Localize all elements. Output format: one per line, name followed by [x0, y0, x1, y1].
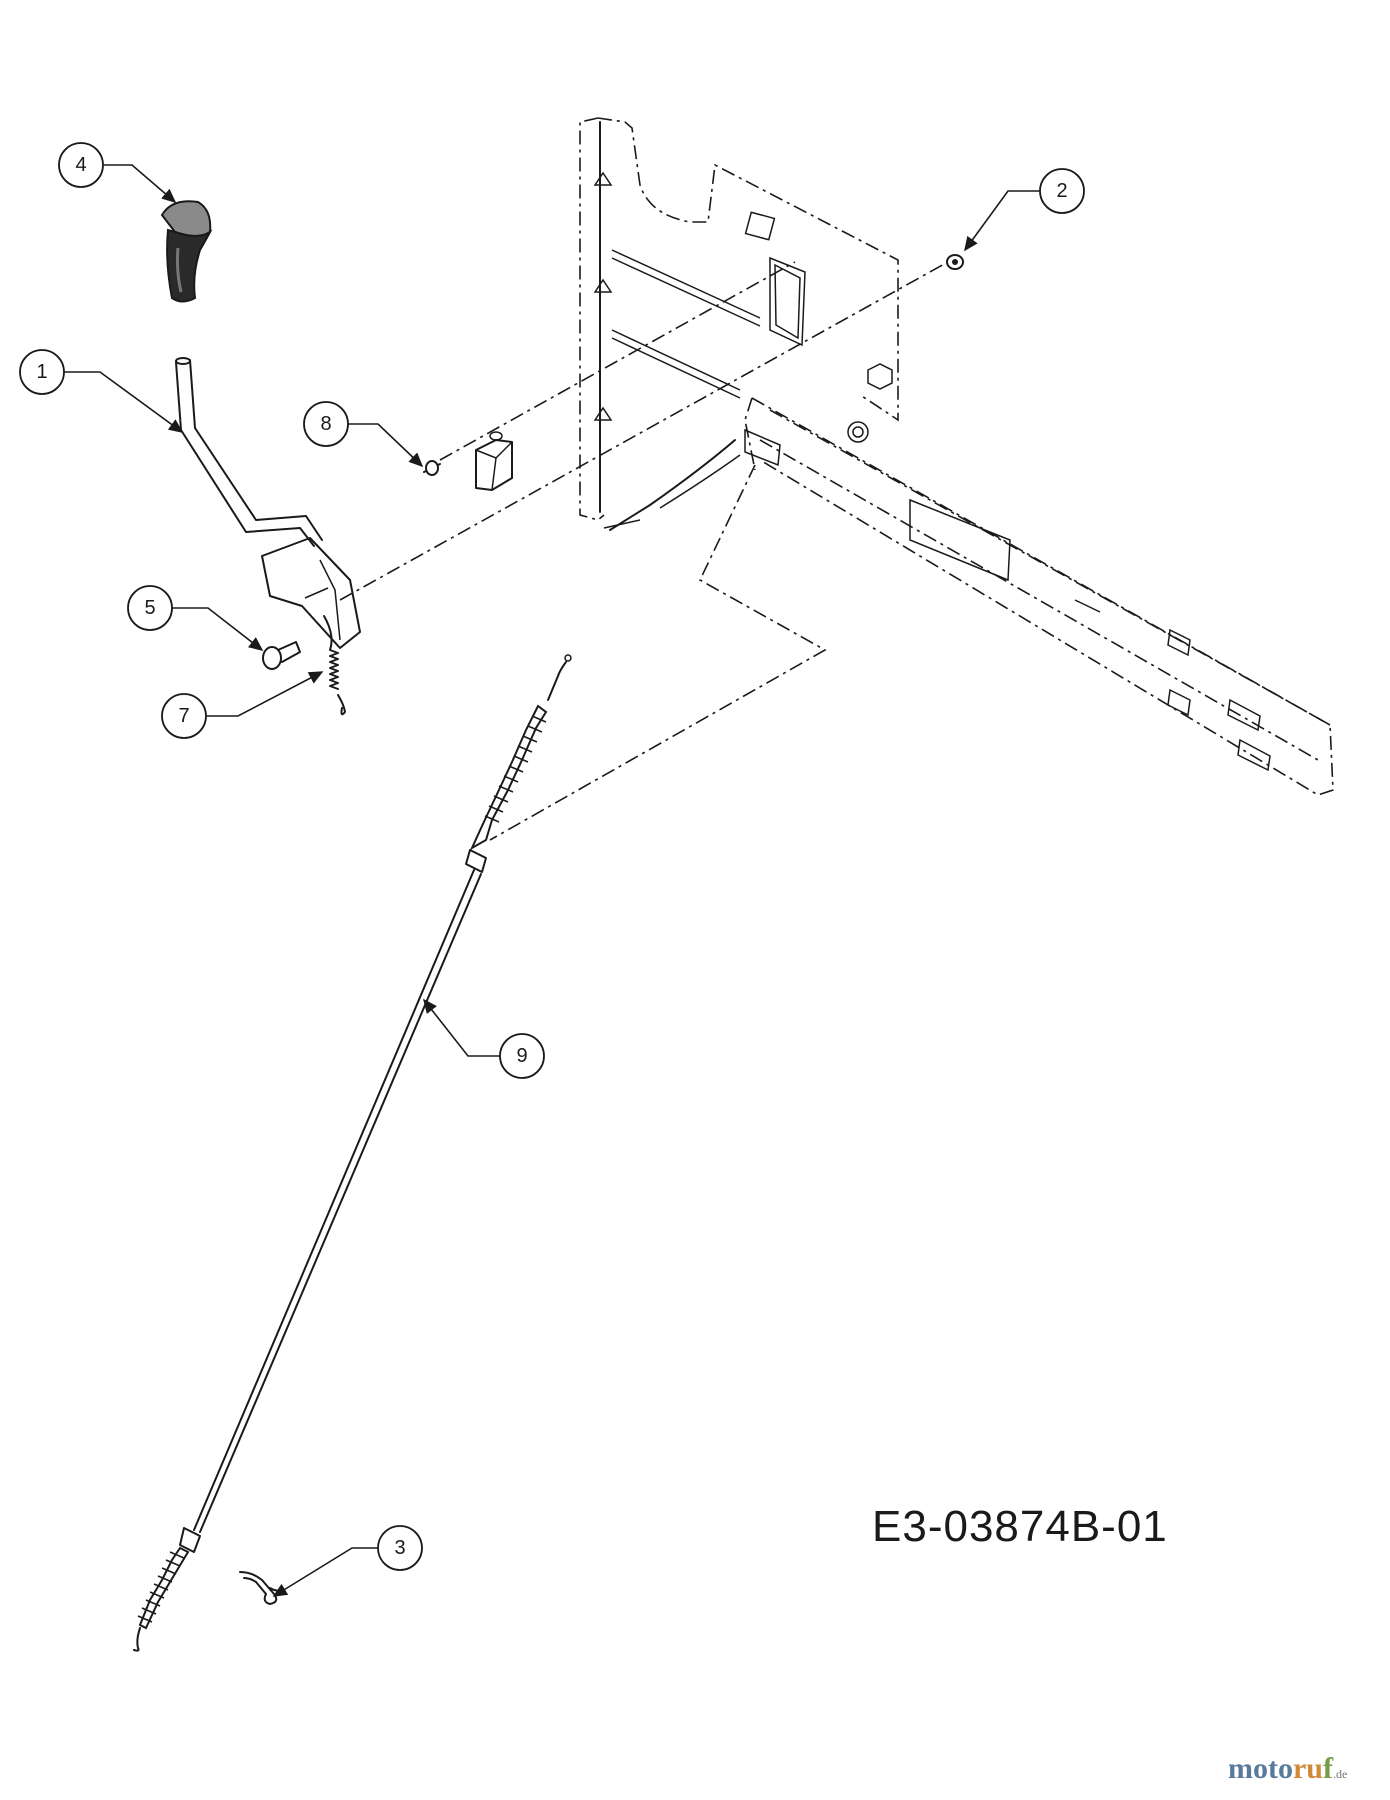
callout-1: 1 — [19, 349, 184, 433]
cable-part — [133, 654, 572, 1652]
callout-label: 2 — [1056, 180, 1067, 202]
callout-4: 4 — [58, 142, 177, 204]
connection-lines — [339, 257, 956, 841]
bolt-part — [262, 641, 301, 670]
switch-block — [475, 431, 513, 491]
hairpin-clip-part — [239, 1571, 285, 1605]
callout-label: 1 — [36, 361, 47, 383]
frame-rail — [609, 397, 1334, 796]
screw-part — [423, 460, 441, 476]
callout-5: 7 — [161, 671, 324, 739]
callout-label: 3 — [394, 1537, 405, 1559]
watermark-part-2: ru — [1292, 1752, 1323, 1785]
frame-plate — [579, 117, 899, 529]
callout-7: 5 — [127, 585, 264, 651]
callout-label: 7 — [178, 705, 189, 727]
callout-3: 3 — [272, 1525, 423, 1597]
callout-label: 5 — [144, 597, 155, 619]
watermark-part-3: f — [1322, 1752, 1333, 1785]
callout-9: 9 — [423, 998, 545, 1079]
lever-part — [175, 357, 361, 649]
nut-part — [946, 254, 964, 270]
site-watermark: motoruf.de — [1228, 1752, 1347, 1786]
spring-part — [323, 615, 346, 716]
callout-label: 9 — [516, 1045, 527, 1067]
watermark-suffix: .de — [1332, 1767, 1348, 1781]
diagram-code: E3-03874B-01 — [872, 1502, 1168, 1551]
watermark-part-1: moto — [1228, 1752, 1293, 1785]
callout-label: 8 — [320, 413, 331, 435]
knob-part — [160, 200, 213, 303]
callout-label: 4 — [75, 154, 86, 176]
callout-8: 8 — [303, 401, 424, 468]
callout-2: 2 — [964, 168, 1085, 252]
